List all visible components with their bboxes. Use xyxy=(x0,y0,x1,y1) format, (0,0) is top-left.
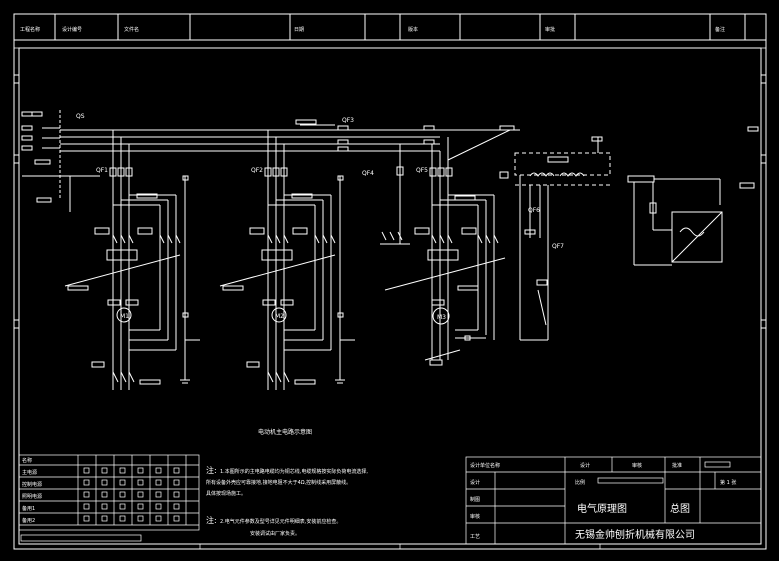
label-qs: QS xyxy=(76,113,85,120)
title-block-grid xyxy=(465,456,762,545)
branch-qf3 xyxy=(295,119,435,245)
branch-motor-1 xyxy=(64,130,200,390)
outer-frame xyxy=(13,13,767,550)
control-circuit xyxy=(499,136,611,341)
motor-2-symbol xyxy=(271,307,287,323)
title-col-check: 审核 xyxy=(632,462,642,469)
header-cell-6: 审批 xyxy=(545,26,555,33)
company-name: 无锡金帅刨折机械有限公司 xyxy=(575,528,695,541)
title-scale-label: 比例 xyxy=(575,479,585,486)
branch-motor-3 xyxy=(384,125,515,366)
title-col-approve: 批准 xyxy=(672,462,682,469)
title-project-label: 设计单位名称 xyxy=(470,462,500,469)
label-qf4: QF4 xyxy=(362,170,374,177)
title-row-3: 审核 xyxy=(470,513,480,520)
label-qf1: QF1 xyxy=(96,167,108,174)
left-table-checkboxes xyxy=(83,467,180,522)
frame-ticks xyxy=(13,74,767,549)
motor-1-label: M1 xyxy=(120,313,129,320)
note1-line1: 1.本图所示的主电路电缆均为铜芯线,电缆规格按实际负荷电流选择, xyxy=(220,468,368,475)
header-cell-7: 备注 xyxy=(715,26,725,33)
left-table-row-4: 照明电源 xyxy=(22,493,42,500)
note2-prefix: 注: xyxy=(206,515,217,525)
note2-line1: 2.电气元件参数及型号详见元件明细表,安装前应检查。 xyxy=(220,518,341,525)
label-qf3: QF3 xyxy=(342,117,354,124)
motor-1-symbol xyxy=(116,307,132,323)
drawing-title: 电气原理图 xyxy=(577,502,627,515)
left-table-row-1: 名称 xyxy=(22,457,32,464)
motor-2-label: M2 xyxy=(275,313,284,320)
left-table-row-6: 备用2 xyxy=(22,517,35,524)
label-qf5: QF5 xyxy=(416,167,428,174)
motor-3-label: M3 xyxy=(437,314,446,321)
inner-frame xyxy=(18,47,762,545)
header-cell-5: 版本 xyxy=(408,26,418,33)
note2-line2: 安装调试由厂家负责。 xyxy=(250,530,300,537)
header-cell-3: 文件名 xyxy=(124,26,139,33)
title-sheet-label: 第 1 张 xyxy=(720,479,736,486)
left-table-grid xyxy=(18,454,200,542)
branch-motor-2 xyxy=(219,130,355,390)
left-table-row-2: 主电源 xyxy=(22,469,37,476)
label-qf6: QF6 xyxy=(528,207,540,214)
note1-line2: 所有设备外壳应可靠接地,接地电阻不大于4Ω,控制线采用屏蔽线。 xyxy=(206,479,351,486)
note1-line3: 具体按现场施工。 xyxy=(206,490,246,497)
note1-prefix: 注: xyxy=(206,465,217,475)
label-qf2: QF2 xyxy=(251,167,263,174)
left-table-row-5: 备用1 xyxy=(22,505,35,512)
title-col-designer: 设计 xyxy=(580,462,590,469)
header-cell-1: 工程名称 xyxy=(20,26,40,33)
drawing-type: 总图 xyxy=(670,502,690,515)
title-row-1: 设计 xyxy=(470,479,480,486)
left-table-row-3: 控制电源 xyxy=(22,481,42,488)
motor-3-symbol xyxy=(432,307,450,325)
incoming-supply xyxy=(21,110,100,212)
power-supply-unit xyxy=(627,126,759,266)
header-strip xyxy=(14,14,766,49)
label-qf7: QF7 xyxy=(552,243,564,250)
header-cell-4: 日期 xyxy=(294,27,304,33)
header-cell-2: 设计编号 xyxy=(62,26,82,33)
title-row-4: 工艺 xyxy=(470,534,480,540)
title-row-2: 制图 xyxy=(470,496,480,503)
diagram-caption: 电动机主电路示意图 xyxy=(258,428,312,436)
